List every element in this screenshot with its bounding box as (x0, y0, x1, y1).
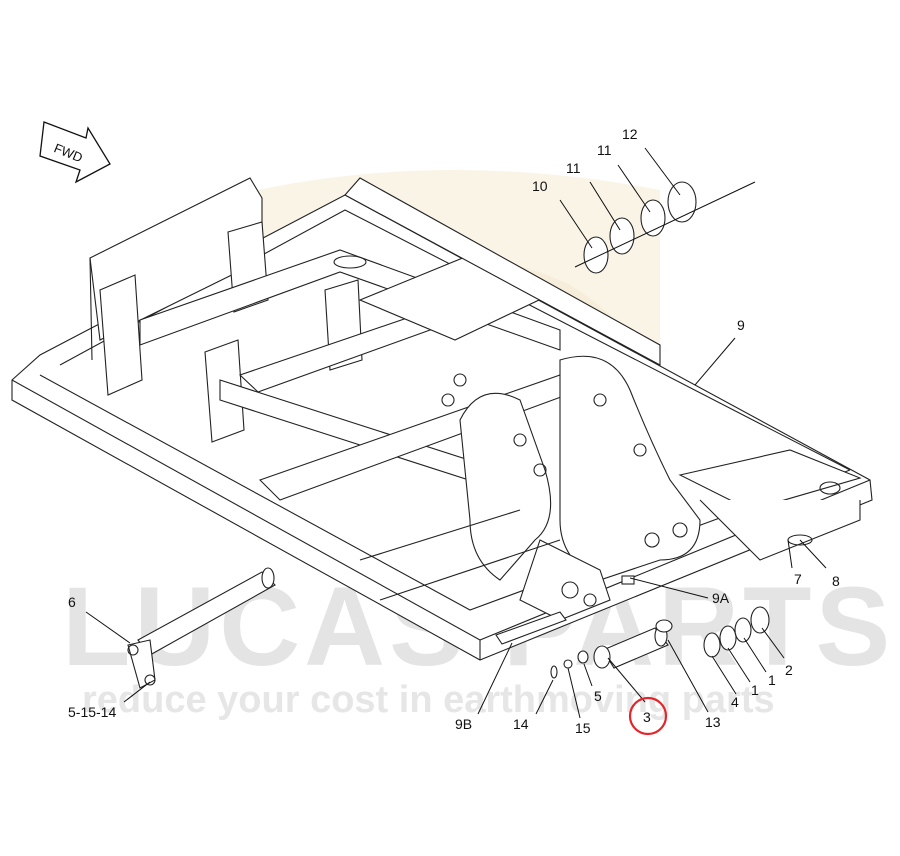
callout-5: 5 (594, 688, 602, 704)
pin-assembly-6 (127, 567, 276, 689)
callout-1-left: 1 (751, 682, 759, 698)
forward-arrow-icon: FWD (39, 121, 111, 184)
highlighted-part-3[interactable]: 3 (628, 696, 668, 736)
callout-12: 12 (622, 126, 638, 142)
callout-13: 13 (705, 714, 721, 730)
callout-11-right: 11 (597, 142, 612, 158)
main-frame-drawing (11, 177, 873, 661)
small-hardware (550, 575, 635, 679)
callout-14: 14 (513, 716, 529, 732)
callout-2: 2 (785, 662, 793, 678)
pin-3 (593, 619, 673, 669)
callout-3: 3 (643, 709, 651, 725)
callout-15: 15 (575, 720, 591, 736)
callout-11-left: 11 (566, 160, 581, 176)
callout-7: 7 (794, 571, 802, 587)
callout-8: 8 (832, 573, 840, 589)
callout-4: 4 (731, 694, 739, 710)
callout-9: 9 (737, 317, 745, 333)
leader-lines (85, 147, 827, 719)
highlight-circle (628, 696, 668, 736)
shim-stack-10-11-12 (574, 181, 756, 274)
watermark-tagline: reduce your cost in earthmoving parts (82, 679, 775, 721)
callout-labels: 10 11 11 12 9 7 8 9A 2 1 1 4 13 5 15 14 … (68, 126, 840, 736)
callout-5-15-14: 5-15-14 (68, 704, 116, 720)
washer-stack-1-2-4 (703, 606, 770, 658)
callout-6: 6 (68, 594, 76, 610)
callout-9b: 9B (455, 716, 472, 732)
callout-10: 10 (532, 178, 548, 194)
callout-1-right: 1 (768, 672, 776, 688)
callout-9a: 9A (712, 590, 730, 606)
